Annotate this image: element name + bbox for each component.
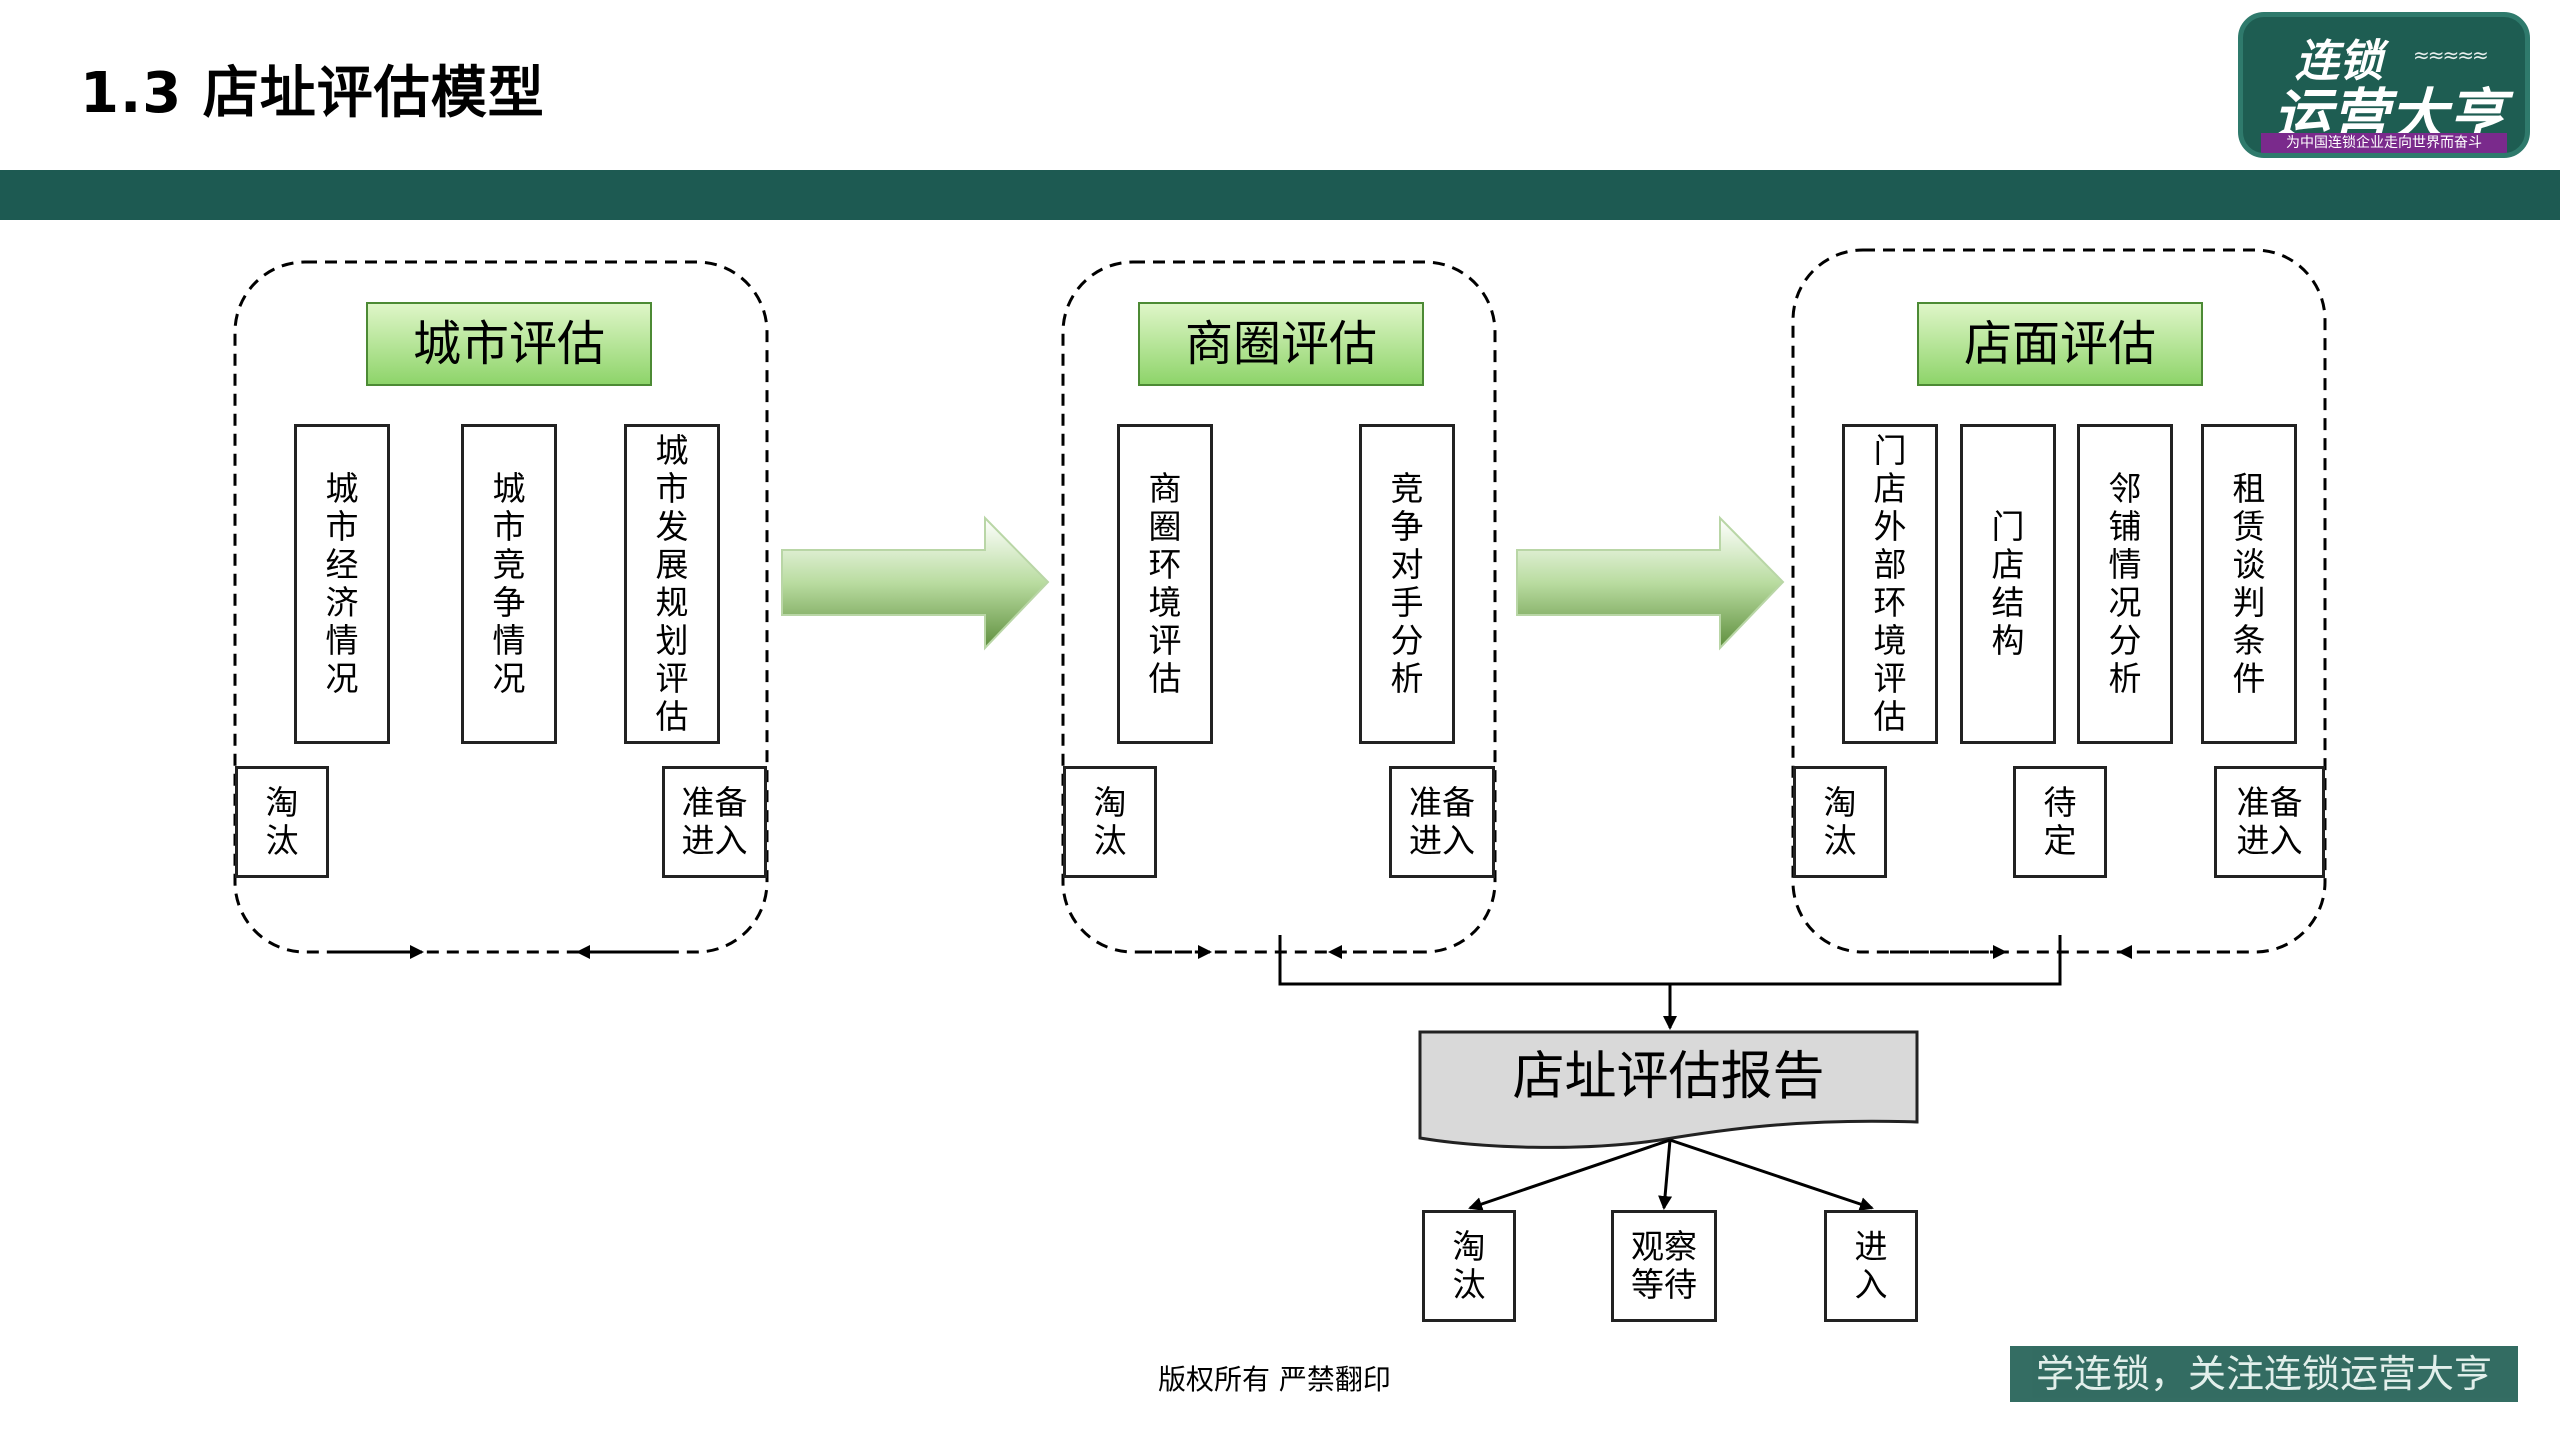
- vertical-label: 城市发展规划评估: [655, 431, 689, 736]
- result-arrow: [1468, 1138, 1671, 1211]
- stage-heading-city: 城市评估: [366, 302, 652, 386]
- report-bracket: [1278, 935, 2062, 986]
- outcome-box: 准备进入: [2214, 766, 2325, 878]
- outcome-box: 待定: [2013, 766, 2107, 878]
- outcome-box: 准备进入: [662, 766, 767, 878]
- outcome-label: 待定: [2043, 783, 2077, 860]
- result-box: 淘汰: [1422, 1210, 1516, 1322]
- vertical-label: 竞争对手分析: [1390, 469, 1424, 698]
- logo-tagline: 为中国连锁企业走向世界而奋斗: [2261, 133, 2507, 153]
- outcome-label: 准备进入: [681, 783, 748, 860]
- outcome-box: 淘汰: [1793, 766, 1887, 878]
- criteria-box: 商圈环境评估: [1117, 424, 1213, 744]
- vertical-label: 城市竞争情况: [492, 469, 526, 698]
- criteria-box: 邻铺情况分析: [2077, 424, 2173, 744]
- result-arrow: [1658, 1139, 1673, 1210]
- criteria-box: 城市发展规划评估: [624, 424, 720, 744]
- result-box: 观察等待: [1611, 1210, 1717, 1322]
- wave-icon: ≈≈≈≈≈: [2413, 43, 2489, 67]
- flow-arrow-1: [781, 515, 1050, 651]
- vertical-label: 商圈环境评估: [1148, 469, 1182, 698]
- result-arrow: [1669, 1138, 1874, 1211]
- copyright-notice: 版权所有 严禁翻印: [1158, 1363, 1391, 1396]
- footer-slogan: 学连锁，关注连锁运营大亨: [2010, 1346, 2518, 1402]
- page-title: 1.3 店址评估模型: [80, 61, 545, 126]
- outcome-label: 准备进入: [1409, 783, 1475, 860]
- result-box: 进入: [1824, 1210, 1918, 1322]
- vertical-label: 租赁谈判条件: [2232, 469, 2266, 698]
- stage-heading-district: 商圈评估: [1138, 302, 1424, 386]
- criteria-box: 租赁谈判条件: [2201, 424, 2297, 744]
- logo-line-1: 连锁: [2295, 36, 2383, 87]
- flow-arrow-2: [1516, 515, 1785, 651]
- vertical-label: 门店外部环境评估: [1873, 431, 1907, 736]
- criteria-box: 门店外部环境评估: [1842, 424, 1938, 744]
- stage-heading-store: 店面评估: [1917, 302, 2203, 386]
- criteria-box: 城市竞争情况: [461, 424, 557, 744]
- criteria-box: 城市经济情况: [294, 424, 390, 744]
- report-label: 店址评估报告: [1512, 1047, 1825, 1107]
- result-label: 进入: [1854, 1227, 1888, 1304]
- outcome-label: 淘汰: [1093, 783, 1127, 860]
- outcome-box: 淘汰: [235, 766, 329, 878]
- header-divider-bar: [0, 170, 2560, 220]
- report-document-shape: [1418, 1030, 1919, 1149]
- criteria-box: 门店结构: [1960, 424, 2056, 744]
- outcome-label: 淘汰: [265, 783, 299, 860]
- brand-logo: 连锁 ≈≈≈≈≈ 运营大亨 为中国连锁企业走向世界而奋斗: [2238, 12, 2530, 158]
- vertical-label: 门店结构: [1991, 507, 2025, 660]
- result-label: 观察等待: [1631, 1227, 1697, 1304]
- criteria-box: 竞争对手分析: [1359, 424, 1455, 744]
- result-label: 淘汰: [1452, 1227, 1486, 1304]
- outcome-label: 准备进入: [2236, 783, 2303, 860]
- outcome-box: 淘汰: [1063, 766, 1157, 878]
- vertical-label: 邻铺情况分析: [2108, 469, 2142, 698]
- vertical-label: 城市经济情况: [325, 469, 359, 698]
- outcome-box: 准备进入: [1389, 766, 1495, 878]
- outcome-label: 淘汰: [1823, 783, 1857, 860]
